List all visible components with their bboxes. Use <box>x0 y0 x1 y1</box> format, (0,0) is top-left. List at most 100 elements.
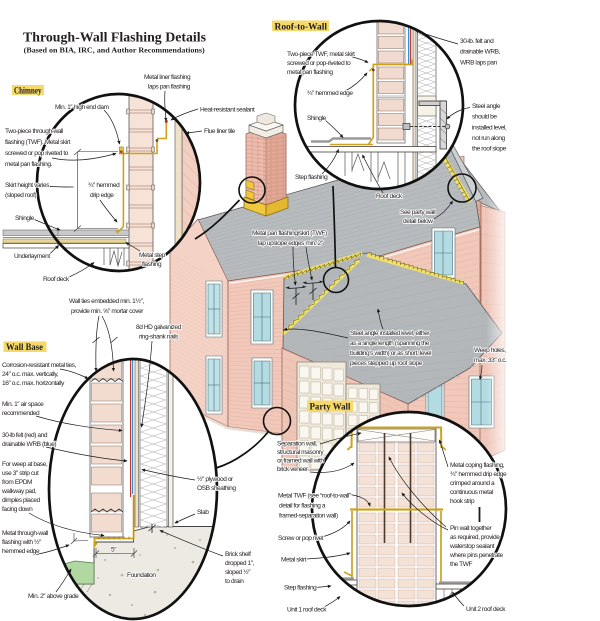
svg-text:drip edge: drip edge <box>90 192 114 199</box>
svg-text:Foundation: Foundation <box>127 572 156 579</box>
svg-text:(sloped roof): (sloped roof) <box>5 192 37 199</box>
svg-text:not run along: not run along <box>472 135 506 142</box>
svg-text:¾″ hemmed edge: ¾″ hemmed edge <box>307 90 353 97</box>
svg-text:or framed wall with: or framed wall with <box>277 458 324 465</box>
svg-text:brick veneer: brick veneer <box>277 466 309 473</box>
svg-text:5″: 5″ <box>111 547 117 554</box>
svg-text:continuous metal: continuous metal <box>450 489 494 496</box>
svg-text:drainable WRB,: drainable WRB, <box>460 49 501 56</box>
svg-text:Step flashing: Step flashing <box>284 585 317 592</box>
svg-text:from EPDM: from EPDM <box>2 479 32 486</box>
svg-text:16″ o.c. max. horizontally: 16″ o.c. max. horizontally <box>2 380 65 387</box>
svg-text:Slab: Slab <box>197 509 209 516</box>
svg-text:Unit 1 roof deck: Unit 1 roof deck <box>287 607 327 614</box>
svg-text:Screw or pop rivet: Screw or pop rivet <box>278 535 324 542</box>
svg-text:Min. 1″ air space: Min. 1″ air space <box>2 401 44 408</box>
svg-text:Roof-to-Wall: Roof-to-Wall <box>275 22 328 32</box>
svg-text:Min. 2″ above grade: Min. 2″ above grade <box>28 593 79 600</box>
svg-text:sloped ½″: sloped ½″ <box>225 568 251 576</box>
svg-text:provide min. ⅝″ mortar cover: provide min. ⅝″ mortar cover <box>71 308 144 315</box>
svg-text:pieces stepped up roof slope: pieces stepped up roof slope <box>350 360 423 367</box>
svg-text:Steel angle: Steel angle <box>472 103 501 110</box>
svg-text:½″ plywood or: ½″ plywood or <box>197 475 234 483</box>
svg-text:flashing (TWF). Metal skirt: flashing (TWF). Metal skirt <box>5 139 71 146</box>
svg-text:Underlayment: Underlayment <box>14 253 50 260</box>
svg-text:Heat-resistant sealant: Heat-resistant sealant <box>200 106 255 113</box>
svg-text:Shingle: Shingle <box>307 115 327 122</box>
svg-text:should be: should be <box>472 114 497 121</box>
svg-text:Min. 1″-high end dam: Min. 1″-high end dam <box>55 104 110 111</box>
svg-text:crimped around a: crimped around a <box>450 480 495 487</box>
svg-text:to drain: to drain <box>225 578 244 585</box>
svg-text:where pins penetrate: where pins penetrate <box>449 552 504 559</box>
svg-text:Party Wall: Party Wall <box>310 403 351 413</box>
svg-text:hook strip: hook strip <box>450 498 475 505</box>
svg-text:facing down: facing down <box>2 506 33 513</box>
svg-text:Flue liner tile: Flue liner tile <box>204 128 236 135</box>
svg-text:detail for flashing a: detail for flashing a <box>279 503 326 510</box>
svg-text:Metal liner flashing: Metal liner flashing <box>144 74 191 81</box>
svg-text:max. 33″ o.c.: max. 33″ o.c. <box>474 357 507 364</box>
svg-text:Roof deck: Roof deck <box>43 276 70 283</box>
svg-text:For weep at base,: For weep at base, <box>2 461 48 468</box>
svg-text:Metal skirt: Metal skirt <box>281 557 307 564</box>
svg-text:as required, provide: as required, provide <box>450 534 500 541</box>
svg-text:Metal step: Metal step <box>139 252 166 259</box>
svg-text:Chimney: Chimney <box>14 86 42 96</box>
svg-text:installed level,: installed level, <box>472 124 507 131</box>
svg-text:the roof slope: the roof slope <box>472 146 507 153</box>
svg-text:Metal through-wall: Metal through-wall <box>2 530 49 537</box>
svg-text:Wall ties embedded min. 1½″,: Wall ties embedded min. 1½″, <box>69 297 144 305</box>
svg-text:Metal TWF (see “roof-to-wall”: Metal TWF (see “roof-to-wall” <box>278 493 351 500</box>
svg-text:Roof deck: Roof deck <box>376 193 403 200</box>
svg-text:recommended: recommended <box>2 410 40 417</box>
svg-text:ring-shank nails: ring-shank nails <box>139 334 179 341</box>
svg-text:Step flashing: Step flashing <box>295 174 328 181</box>
svg-text:screwed or pop riveted to: screwed or pop riveted to <box>5 150 69 157</box>
svg-text:(Based on BIA, IRC, and Author: (Based on BIA, IRC, and Author Recommend… <box>24 46 206 55</box>
svg-text:structural masonry: structural masonry <box>277 449 324 456</box>
svg-text:flashing with ½″: flashing with ½″ <box>2 538 42 546</box>
svg-text:Through-Wall Flashing Details: Through-Wall Flashing Details <box>23 29 206 44</box>
svg-text:30-lb. felt and: 30-lb. felt and <box>460 38 494 45</box>
svg-text:Wall Base: Wall Base <box>6 343 43 353</box>
svg-text:flashing: flashing <box>142 261 162 268</box>
svg-text:hemmed edge: hemmed edge <box>2 548 40 555</box>
svg-text:framed-separation wall): framed-separation wall) <box>279 513 338 520</box>
svg-text:30-lb felt (red) and: 30-lb felt (red) and <box>2 432 48 439</box>
svg-text:24″ o.c. max. vertically,: 24″ o.c. max. vertically, <box>2 371 59 378</box>
svg-text:¾″ hemmed drip edge: ¾″ hemmed drip edge <box>450 471 507 478</box>
svg-text:Corrosion-resistant metal ties: Corrosion-resistant metal ties, <box>2 362 77 369</box>
svg-text:building’s width) or as short,: building’s width) or as short, level <box>350 350 432 357</box>
svg-text:See party wall: See party wall <box>400 209 436 216</box>
svg-text:8d HD galvanized: 8d HD galvanized <box>136 324 182 331</box>
svg-text:Two-piece TWF, metal skirt: Two-piece TWF, metal skirt <box>287 51 355 58</box>
svg-text:Pin wall together: Pin wall together <box>450 525 493 532</box>
svg-text:Separation wall,: Separation wall, <box>277 441 317 448</box>
svg-text:use 3″ strip cut: use 3″ strip cut <box>2 470 39 477</box>
svg-text:walkway pad,: walkway pad, <box>1 488 37 495</box>
svg-text:lap upslope edges min. 2″: lap upslope edges min. 2″ <box>258 240 324 247</box>
svg-text:WRB laps pan: WRB laps pan <box>460 59 498 66</box>
svg-text:Weep holes,: Weep holes, <box>474 347 506 354</box>
svg-text:laps pan flashing: laps pan flashing <box>148 84 191 91</box>
svg-text:metal pan flashing.: metal pan flashing. <box>5 161 53 168</box>
svg-text:waterstop sealant: waterstop sealant <box>449 543 495 550</box>
svg-text:Metal coping flashing,: Metal coping flashing, <box>450 462 505 469</box>
svg-text:Unit 2 roof deck: Unit 2 roof deck <box>466 606 506 613</box>
svg-text:Metal pan flashing/skirt (TWF): Metal pan flashing/skirt (TWF) <box>252 230 327 237</box>
svg-text:dropped 1″,: dropped 1″, <box>225 560 255 567</box>
svg-text:¾″ hemmed: ¾″ hemmed <box>88 182 120 189</box>
svg-text:Skirt height varies: Skirt height varies <box>5 182 50 189</box>
svg-text:Brick shelf: Brick shelf <box>225 551 251 558</box>
svg-text:metal pan flashing: metal pan flashing <box>287 69 333 76</box>
svg-text:Shingle: Shingle <box>15 215 35 222</box>
svg-text:the TWF: the TWF <box>450 561 472 568</box>
svg-text:drainable WRB (blue): drainable WRB (blue) <box>2 441 56 448</box>
svg-text:Two-piece through-wall: Two-piece through-wall <box>5 128 64 135</box>
svg-text:screwed or pop-riveted to: screwed or pop-riveted to <box>287 60 351 67</box>
svg-text:dimples placed: dimples placed <box>2 497 41 504</box>
svg-text:detail below: detail below <box>403 218 433 225</box>
svg-text:as a single length (spanning t: as a single length (spanning the <box>350 340 430 347</box>
svg-text:OSB sheathing: OSB sheathing <box>197 485 236 492</box>
